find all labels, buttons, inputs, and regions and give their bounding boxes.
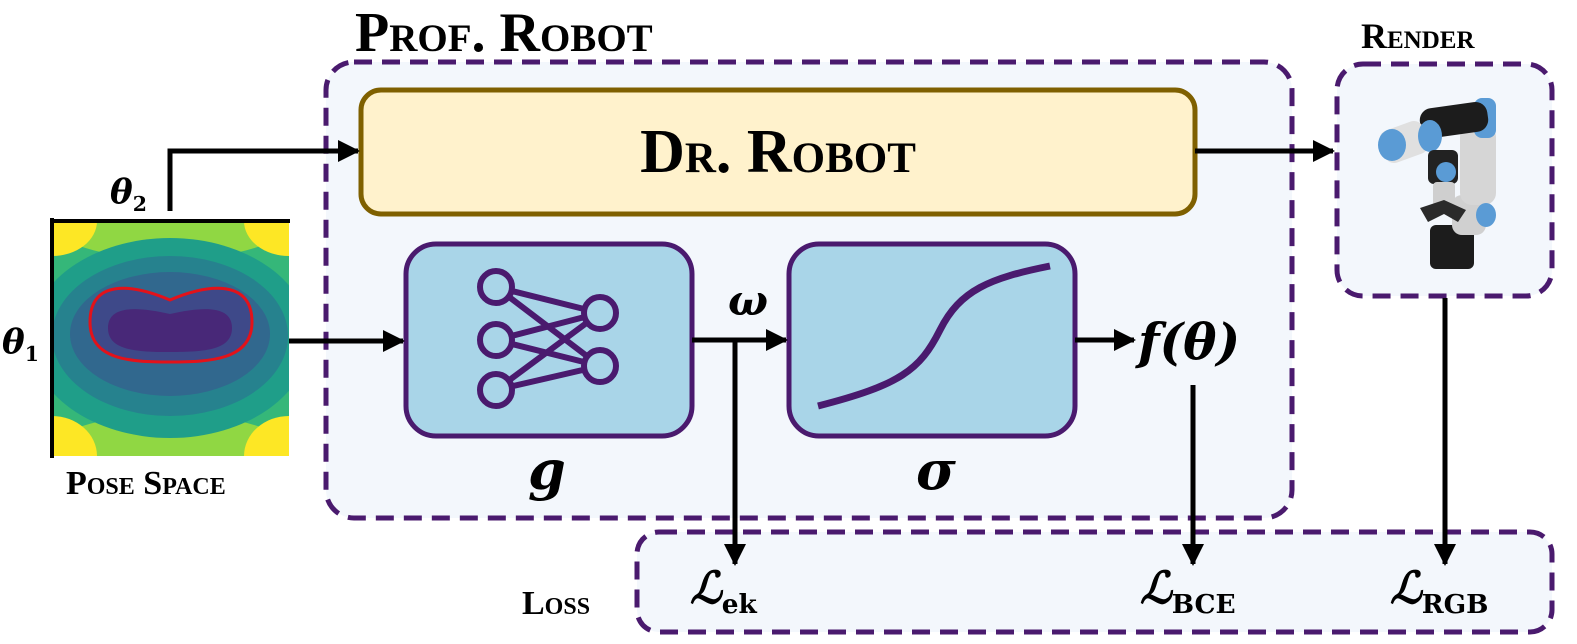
network-label: g xyxy=(528,438,566,502)
theta2-to-dr-robot-arrow xyxy=(167,140,360,211)
loss-ek-label: ℒek xyxy=(690,563,757,620)
render-title: Render xyxy=(1361,16,1475,56)
loss-bce-label: ℒBCE xyxy=(1140,563,1236,620)
neural-net-icon xyxy=(477,268,619,409)
loss-panel xyxy=(634,529,1555,635)
network-box xyxy=(403,241,695,439)
loss-title: Loss xyxy=(522,585,591,622)
sigmoid-label: σ xyxy=(916,438,956,502)
robot-arm-render-image xyxy=(1378,98,1496,269)
output-label: f(θ) xyxy=(1138,312,1241,371)
sigmoid-curve-icon xyxy=(817,262,1051,410)
loss-rgb-label: ℒRGB xyxy=(1390,563,1489,620)
omega-label: ω xyxy=(728,276,768,325)
theta1-label: θ1 xyxy=(2,322,39,366)
pose-space-title: Pose Space xyxy=(66,465,226,502)
dr-robot-label: Dr. Robot xyxy=(640,117,916,186)
theta2-label: θ2 xyxy=(110,172,147,216)
prof-robot-title: Prof. Robot xyxy=(355,2,653,64)
pose-space-heatmap xyxy=(52,221,289,456)
